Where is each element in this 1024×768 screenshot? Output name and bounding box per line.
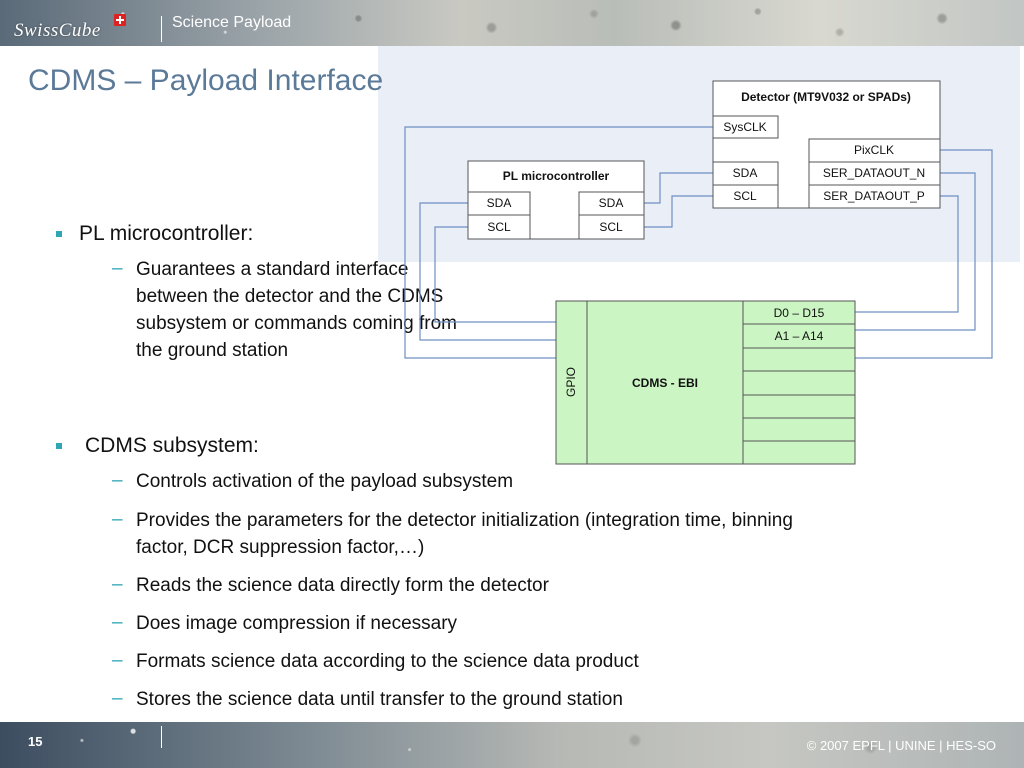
text-line: Controls activation of the payload subsy… (136, 471, 514, 492)
cdms-pin-empty (742, 394, 856, 419)
cdms-pin-empty (742, 370, 856, 396)
dash-marker: – (112, 509, 123, 530)
dash-marker: – (112, 688, 123, 709)
cdms-pin-empty (742, 347, 856, 372)
dash-marker: – (112, 574, 123, 595)
text-line: factor, DCR suppression factor,…) (136, 537, 425, 558)
a-bus-pin (742, 323, 856, 349)
text-line: Stores the science data until transfer t… (136, 689, 623, 710)
text-line: the ground station (136, 340, 289, 361)
cdms-pin-empty (742, 417, 856, 442)
cdms-pin-empty (742, 440, 856, 465)
bullet-2-label: CDMS subsystem: (85, 434, 259, 457)
text-line: Provides the parameters for the detector… (136, 510, 793, 531)
d-bus-pin (742, 300, 856, 325)
swisscube-logo: SwissCube (6, 6, 146, 42)
bullet-2-item-6: Stores the science data until transfer t… (136, 686, 623, 713)
dash-marker: – (112, 258, 123, 279)
text-line: between the detector and the CDMS (136, 286, 444, 307)
text-line: Does image compression if necessary (136, 613, 458, 634)
bullet-1-item-1: Guarantees a standard interface between … (136, 256, 457, 364)
text-line: Guarantees a standard interface (136, 259, 409, 280)
bullet-marker-2 (56, 443, 62, 449)
header-starfield (0, 0, 1024, 46)
gpio-label: GPIO (564, 367, 578, 397)
bullet-1-label: PL microcontroller: (79, 222, 254, 245)
gpio-column (555, 300, 588, 465)
bullet-2-item-5: Formats science data according to the sc… (136, 648, 639, 675)
dash-marker: – (112, 650, 123, 671)
bullet-2-item-1: Controls activation of the payload subsy… (136, 468, 513, 495)
dash-marker: – (112, 470, 123, 491)
bullet-marker-1 (56, 231, 62, 237)
text-line: Formats science data according to the sc… (136, 651, 639, 672)
text-line: Reads the science data directly form the… (136, 575, 549, 596)
d-bus-label: D0 – D15 (774, 306, 825, 320)
diagram-background (378, 46, 1020, 262)
footer-divider (161, 726, 162, 748)
cdms-block: GPIO CDMS - EBI D0 – D15 A1 – A14 (555, 300, 856, 465)
logo-text: SwissCube (14, 20, 101, 41)
a-bus-label: A1 – A14 (775, 329, 824, 343)
copyright-text: © 2007 EPFL | UNINE | HES-SO (806, 738, 996, 753)
text-line: subsystem or commands coming from (136, 313, 457, 334)
section-label: Science Payload (172, 14, 292, 31)
swiss-flag-icon (114, 14, 126, 26)
footer-band: 15 © 2007 EPFL | UNINE | HES-SO (0, 722, 1024, 768)
cdms-box (555, 300, 856, 465)
bullet-2-item-2: Provides the parameters for the detector… (136, 507, 793, 561)
bullet-2-item-4: Does image compression if necessary (136, 610, 457, 637)
header-divider (161, 16, 162, 42)
dash-marker: – (112, 612, 123, 633)
bullet-2-item-3: Reads the science data directly form the… (136, 572, 549, 599)
footer-starfield (0, 722, 1024, 768)
header-band: SwissCube Science Payload (0, 0, 1024, 46)
page-number: 15 (28, 734, 43, 749)
cdms-ebi-label: CDMS - EBI (632, 376, 698, 390)
slide-title: CDMS – Payload Interface (28, 64, 384, 97)
